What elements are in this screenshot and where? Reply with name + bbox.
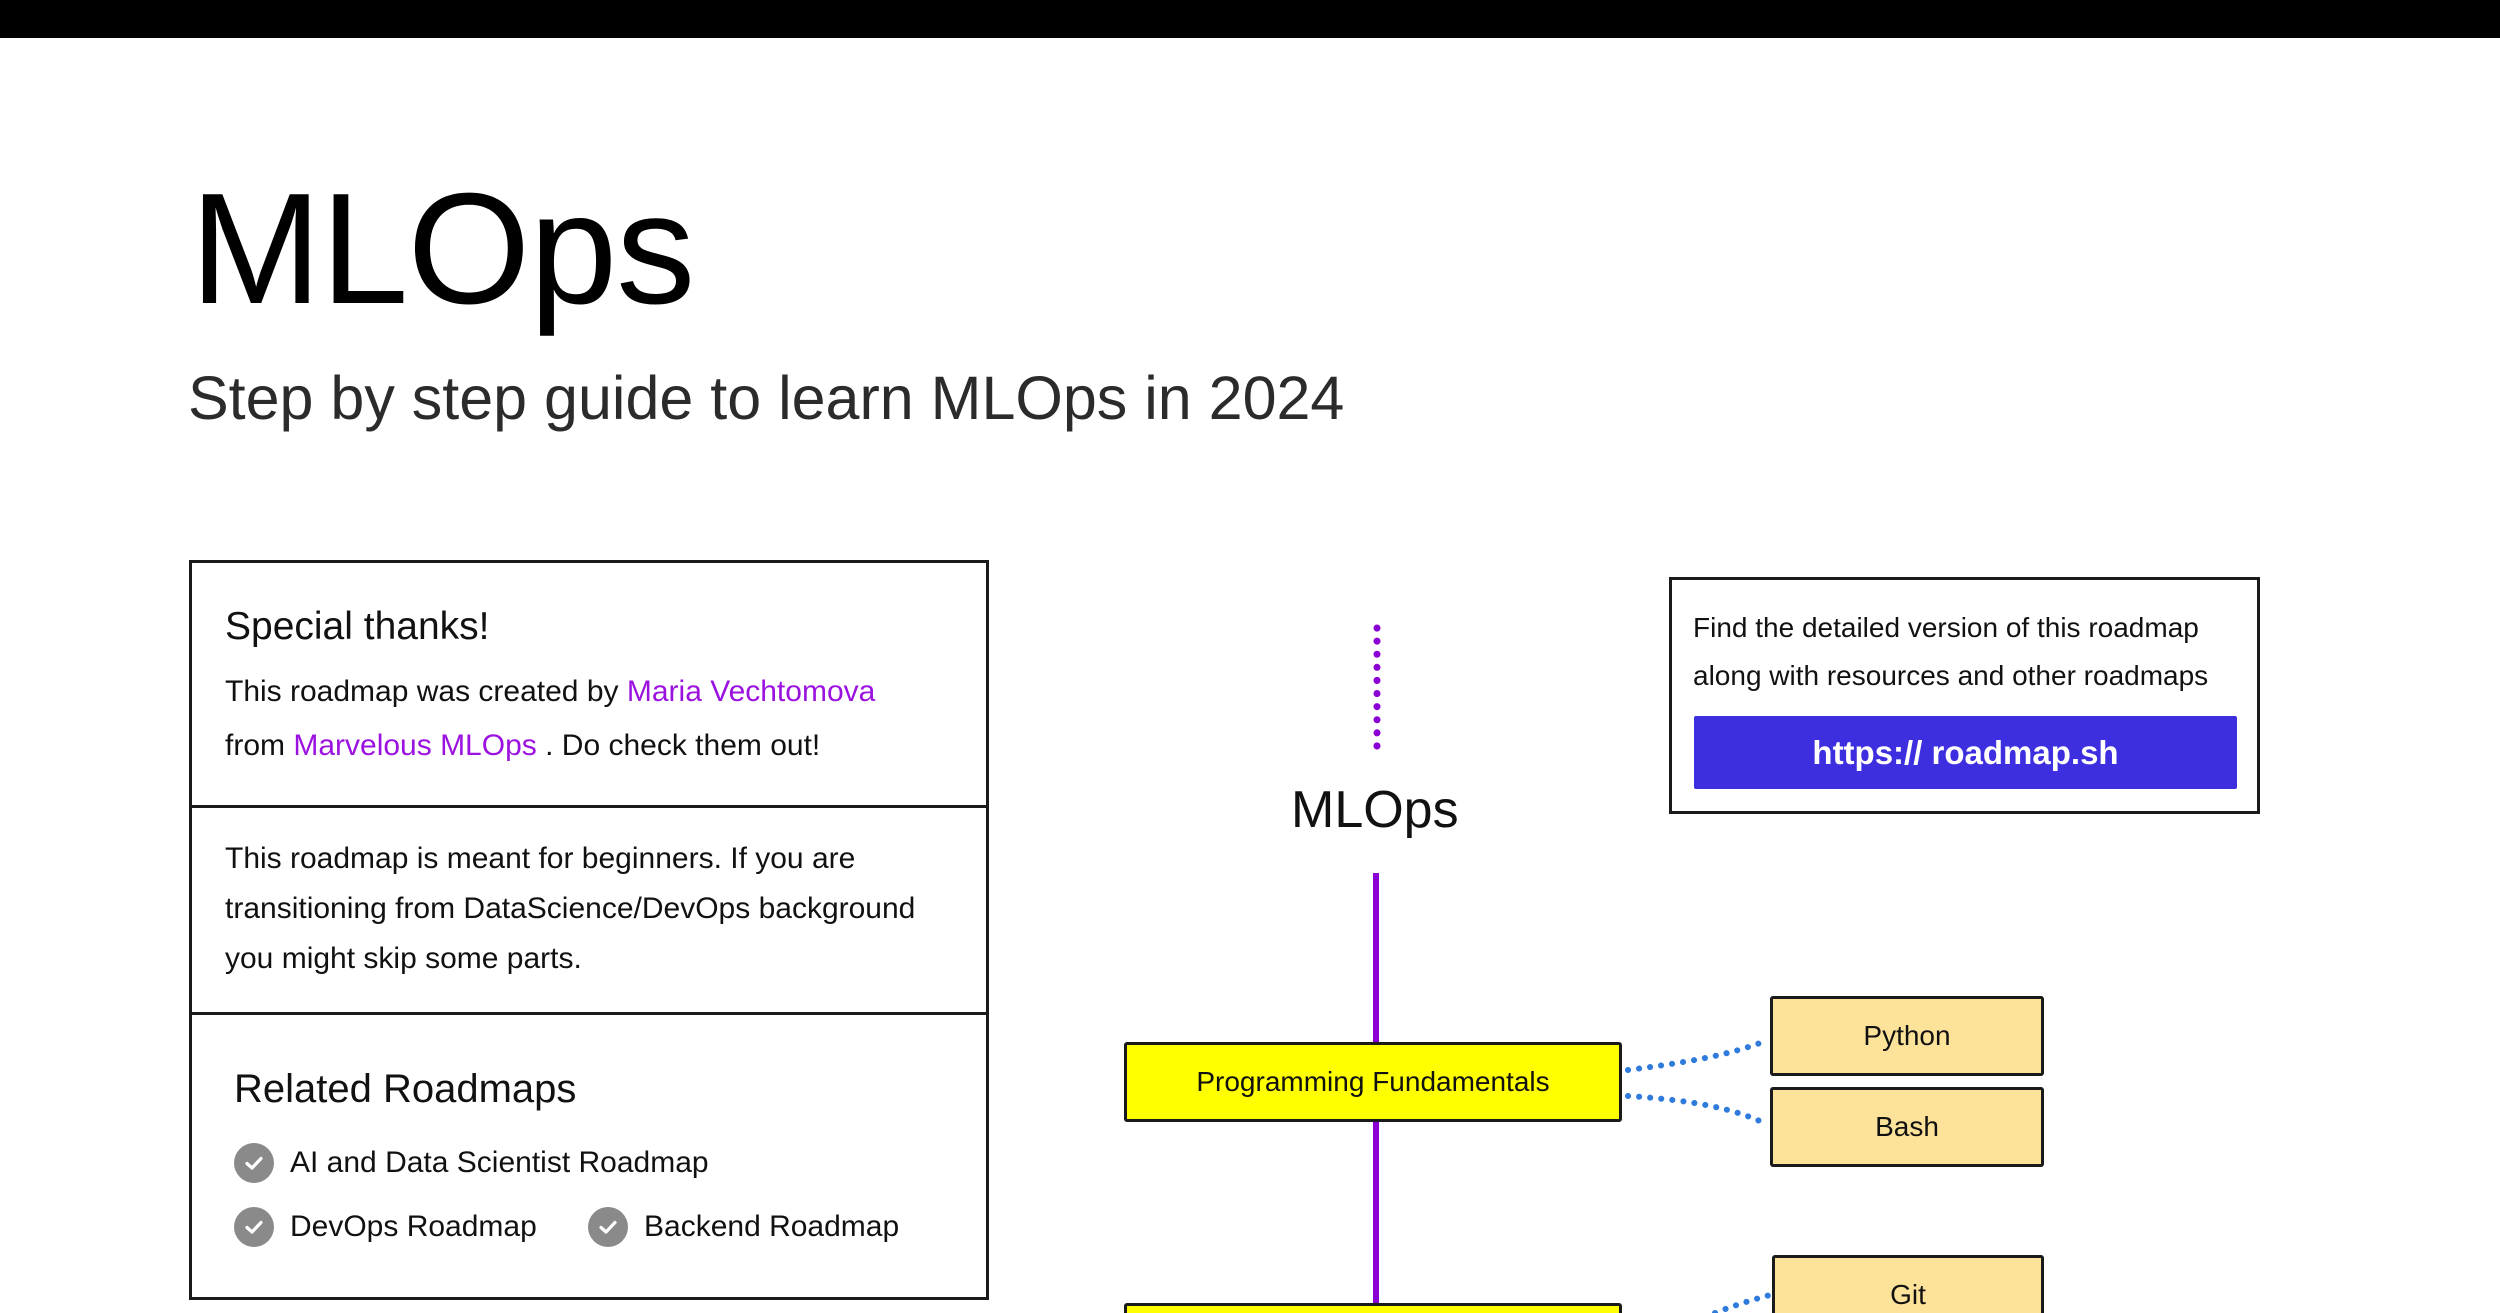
thanks-line-2-suffix: . Do check them out! xyxy=(545,729,821,762)
special-thanks-heading: Special thanks! xyxy=(225,605,490,648)
node-python[interactable]: Python xyxy=(1770,996,2044,1076)
related-item-devops[interactable]: DevOps Roadmap xyxy=(234,1207,537,1247)
check-circle-icon xyxy=(234,1143,274,1183)
info-line-1: Find the detailed version of this roadma… xyxy=(1693,612,2199,643)
thanks-line-2: from Marvelous MLOps . Do check them out… xyxy=(225,729,820,763)
roadmap-sh-info-box: Find the detailed version of this roadma… xyxy=(1669,577,2260,814)
page-subtitle: Step by step guide to learn MLOps in 202… xyxy=(188,364,1345,432)
info-line-2: along with resources and other roadmaps xyxy=(1693,660,2209,691)
node-next-topic-partial[interactable] xyxy=(1124,1303,1622,1313)
connector-python xyxy=(1625,1037,1771,1073)
org-link[interactable]: Marvelous MLOps xyxy=(293,729,537,762)
check-circle-icon xyxy=(234,1207,274,1247)
thanks-line-1: This roadmap was created by Maria Vechto… xyxy=(225,675,875,709)
note-line-2: transitioning from DataScience/DevOps ba… xyxy=(225,892,916,925)
roadmap-sh-link-button[interactable]: https:// roadmap.sh xyxy=(1694,716,2237,789)
connector-bash xyxy=(1625,1093,1771,1128)
thanks-line-1-text: This roadmap was created by xyxy=(225,675,619,708)
related-roadmaps-heading: Related Roadmaps xyxy=(234,1067,577,1111)
related-item-ai-data-scientist[interactable]: AI and Data Scientist Roadmap xyxy=(234,1143,709,1183)
related-item-backend[interactable]: Backend Roadmap xyxy=(588,1207,899,1247)
note-line-3: you might skip some parts. xyxy=(225,942,582,975)
node-programming-fundamentals[interactable]: Programming Fundamentals xyxy=(1124,1042,1622,1122)
connector-git xyxy=(1712,1292,1773,1313)
author-link[interactable]: Maria Vechtomova xyxy=(626,675,876,708)
info-panel: Special thanks! This roadmap was created… xyxy=(189,560,989,1300)
roadmap-title: MLOps xyxy=(1291,781,1459,839)
related-item-label: AI and Data Scientist Roadmap xyxy=(290,1146,709,1179)
note-line-1: This roadmap is meant for beginners. If … xyxy=(225,842,856,875)
page-title: MLOps xyxy=(190,161,695,337)
beginner-note-section: This roadmap is meant for beginners. If … xyxy=(192,808,986,1015)
related-item-label: Backend Roadmap xyxy=(644,1210,900,1243)
node-git[interactable]: Git xyxy=(1772,1255,2044,1313)
check-circle-icon xyxy=(588,1207,628,1247)
special-thanks-section: Special thanks! This roadmap was created… xyxy=(192,563,986,808)
top-bar xyxy=(0,0,2500,38)
related-roadmaps-section: Related Roadmaps AI and Data Scientist R… xyxy=(192,1015,986,1300)
thanks-line-2-prefix: from xyxy=(225,729,285,762)
node-bash[interactable]: Bash xyxy=(1770,1087,2044,1167)
related-item-label: DevOps Roadmap xyxy=(290,1210,537,1243)
